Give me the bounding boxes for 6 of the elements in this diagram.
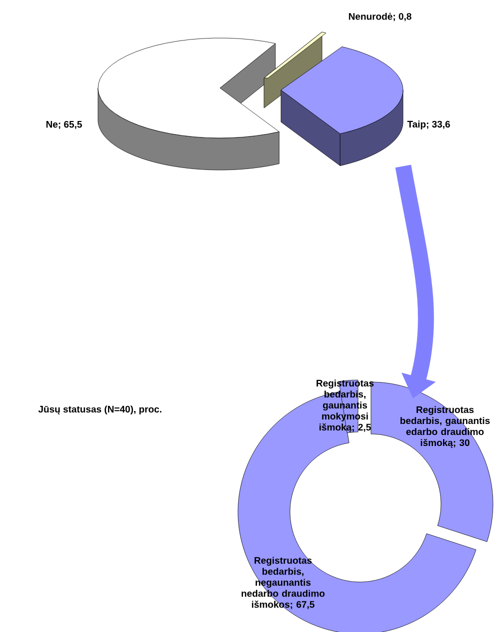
donut-chart (238, 380, 494, 632)
data-label: Nenurodė; 0,8 (348, 12, 412, 22)
data-label: Ne; 65,5 (46, 120, 82, 130)
pie-slice (280, 46, 404, 166)
chart-title: Jūsų statusas (N=40), proc. (38, 406, 162, 414)
data-label: Taip; 33,6 (407, 120, 450, 130)
